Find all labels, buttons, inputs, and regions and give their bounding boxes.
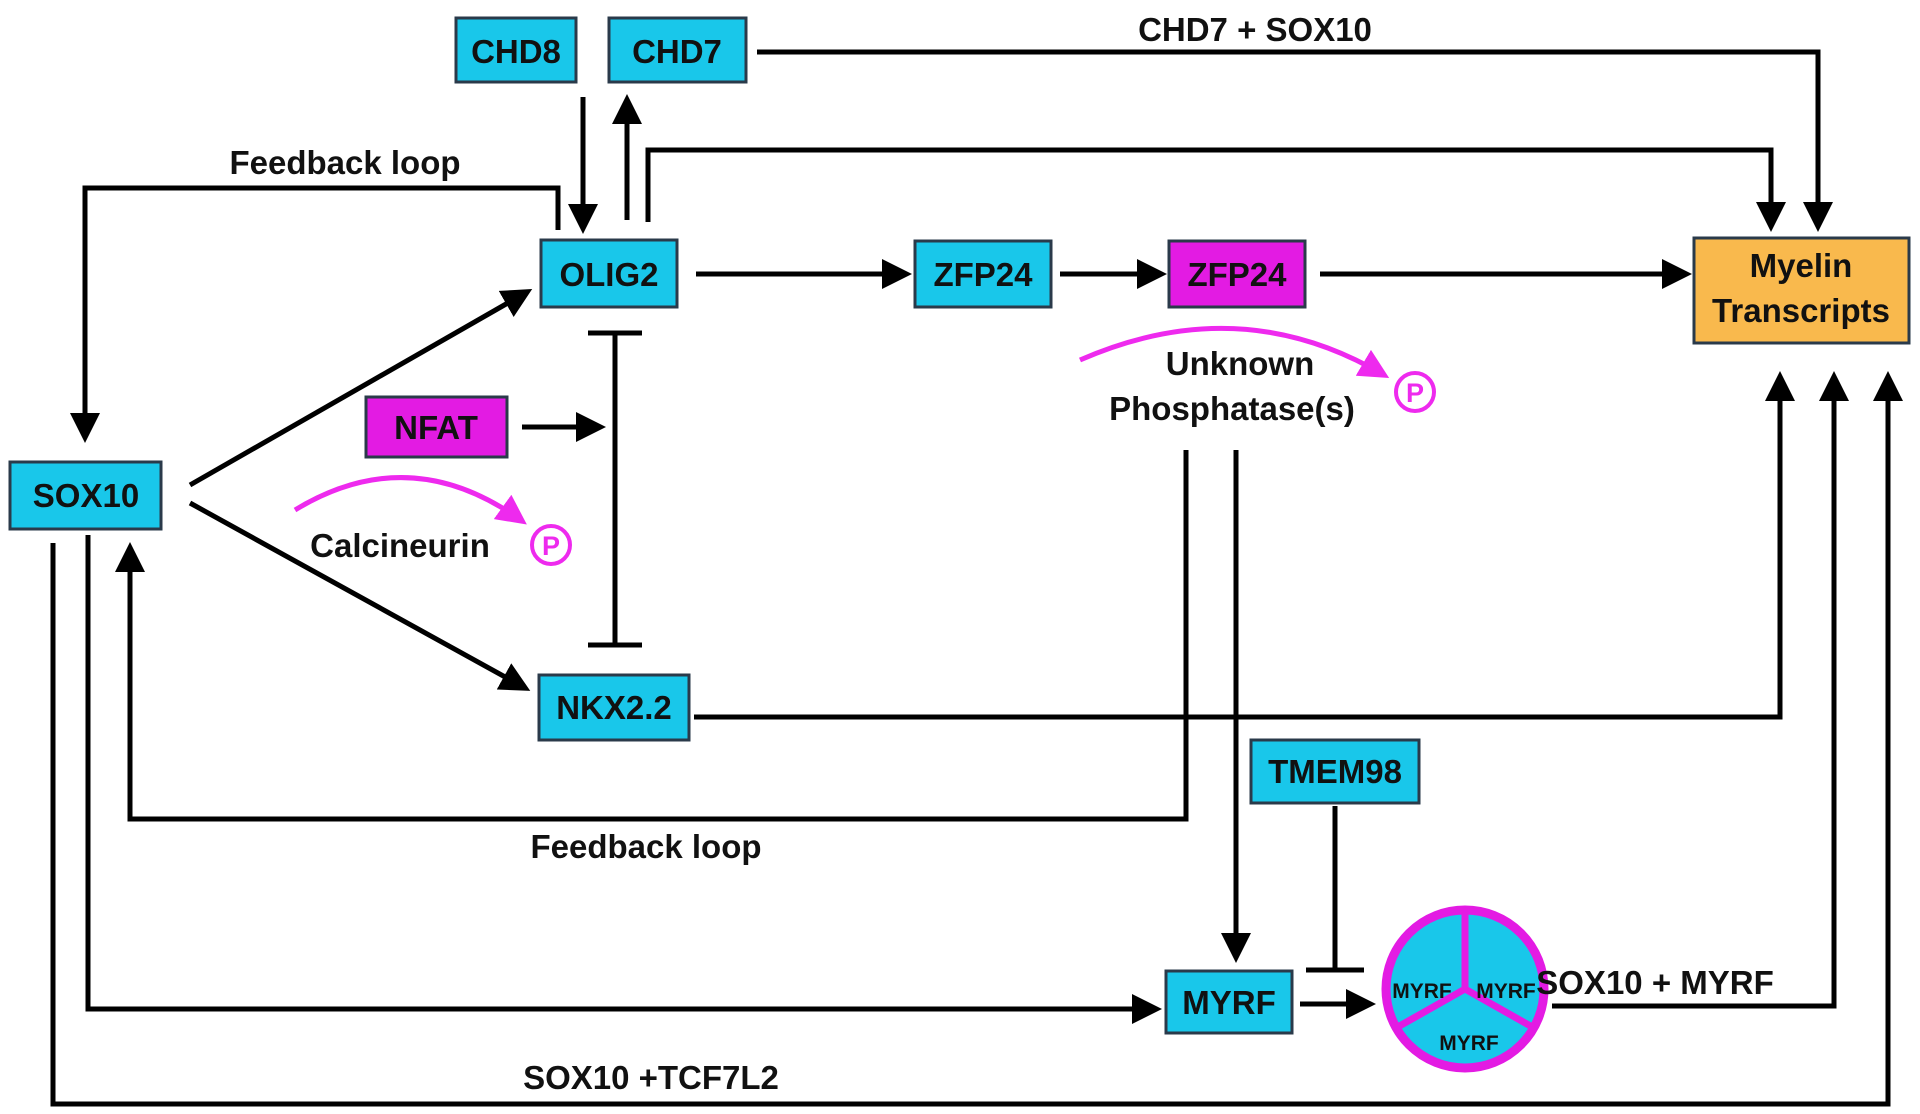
node-tmem98: TMEM98 [1249, 738, 1421, 805]
label-sox10-myrf: SOX10 + MYRF [1536, 964, 1774, 1001]
node-sox10: SOX10 [8, 460, 163, 531]
node-olig2: OLIG2 [539, 238, 679, 309]
edge-sox10-to-nkx22 [188, 500, 531, 691]
edge-sox10-to-myrf [85, 535, 1162, 1024]
edge-nkx22-to-myelin [694, 371, 1795, 720]
node-nfat: NFAT [364, 395, 509, 459]
phospho-symbol-phosphatase: P [1406, 378, 1424, 408]
label-feedback-loop-top: Feedback loop [229, 144, 460, 181]
label-feedback-loop-bottom: Feedback loop [530, 828, 761, 865]
node-nkx22-label: NKX2.2 [556, 689, 672, 726]
node-olig2-label: OLIG2 [559, 256, 658, 293]
node-chd7-label: CHD7 [632, 33, 722, 70]
phospho-icon-phosphatase [1394, 371, 1436, 413]
phosphatase-arc [1078, 325, 1390, 379]
node-zfp24-phospho: ZFP24 [1167, 239, 1307, 309]
node-chd8-label: CHD8 [471, 33, 561, 70]
node-chd8: CHD8 [454, 16, 578, 84]
node-nfat-label: NFAT [394, 409, 478, 446]
node-myelin-label-line2: Transcripts [1712, 292, 1890, 329]
edge-feedback-phosphatase-to-sox10 [115, 450, 1189, 822]
node-myrf-trimer: MYRF MYRF MYRF [1381, 905, 1549, 1073]
edge-labels: CHD7 + SOX10 Feedback loop Unknown Phosp… [229, 11, 1773, 1096]
node-zfp24-phospho-label: ZFP24 [1187, 256, 1287, 293]
node-zfp24: ZFP24 [913, 239, 1053, 309]
edge-sox10-to-olig2 [188, 289, 533, 488]
node-tmem98-label: TMEM98 [1268, 753, 1402, 790]
edge-feedback-olig2-to-sox10 [70, 185, 561, 443]
node-myelin-transcripts: Myelin Transcripts [1692, 236, 1911, 345]
node-sox10-label: SOX10 [33, 477, 139, 514]
label-phosphatases: Phosphatase(s) [1109, 390, 1355, 427]
edge-tmem98-inhibition [1306, 806, 1364, 973]
node-myelin-label-line1: Myelin [1750, 247, 1853, 284]
edge-olig2-to-myelin [645, 147, 1786, 232]
edge-sox10-tcf7l2-to-myelin [50, 371, 1903, 1107]
node-chd7: CHD7 [607, 16, 748, 84]
edge-trimer-to-myelin [1552, 371, 1849, 1009]
trimer-subunit-right: MYRF [1476, 980, 1536, 1003]
edge-chd7-to-myelin [757, 49, 1833, 232]
node-zfp24-label: ZFP24 [933, 256, 1033, 293]
node-nkx22: NKX2.2 [537, 673, 691, 742]
phosphorylation-annotations: P P [293, 325, 1436, 566]
edge-olig2-nkx22-inhibition [588, 330, 642, 648]
calcineurin-arc [293, 475, 527, 525]
node-myrf: MYRF [1164, 969, 1294, 1035]
trimer-subunit-bottom: MYRF [1439, 1032, 1499, 1055]
label-calcineurin: Calcineurin [310, 527, 490, 564]
nodes: CHD8 CHD7 OLIG2 ZFP24 ZFP24 Myelin Trans… [8, 16, 1911, 1073]
trimer-subunit-left: MYRF [1392, 980, 1452, 1003]
phospho-symbol-calcineurin: P [542, 531, 560, 561]
label-unknown: Unknown [1166, 345, 1314, 382]
node-myrf-label: MYRF [1182, 984, 1276, 1021]
label-chd7-sox10: CHD7 + SOX10 [1138, 11, 1372, 48]
label-sox10-tcf7l2: SOX10 +TCF7L2 [523, 1059, 779, 1096]
phospho-icon-calcineurin [530, 524, 572, 566]
edges [50, 49, 1903, 1107]
